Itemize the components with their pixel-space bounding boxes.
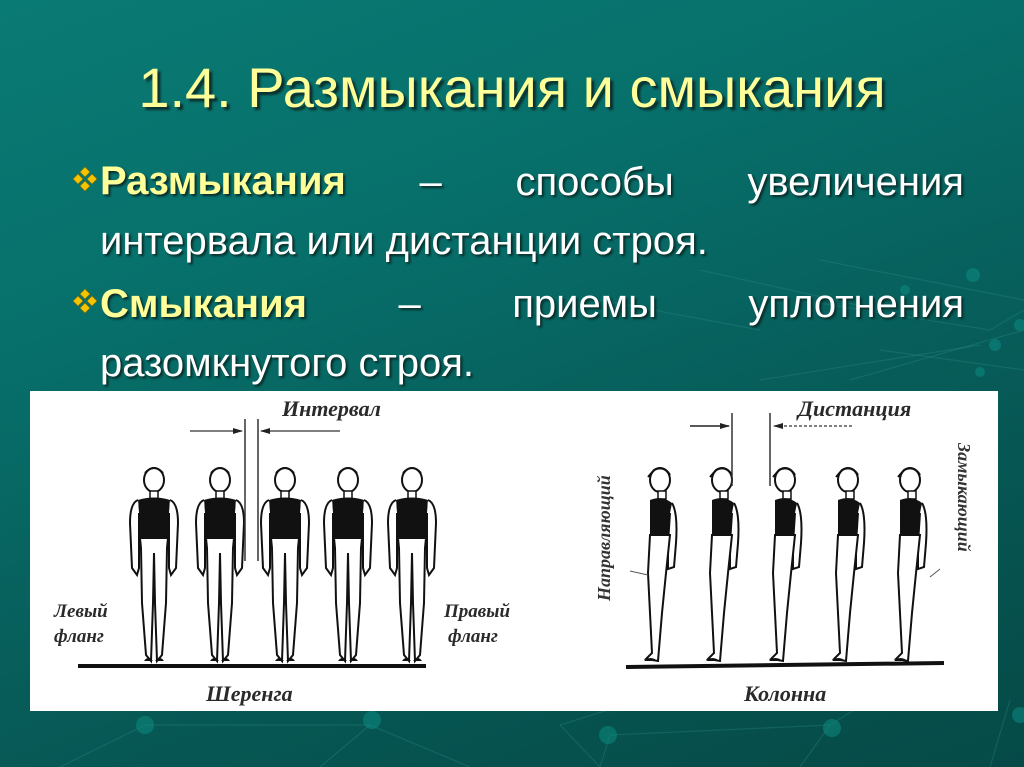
right-flank-label-line1: Правый: [444, 601, 511, 622]
distance-label: Дистанция: [798, 396, 912, 421]
column-formation-diagram: [625, 413, 945, 669]
term-smykaniya: Смыкания: [100, 281, 307, 326]
right-flank-label-line2: фланг: [448, 626, 498, 647]
four-diamond-bullet-icon: [72, 288, 98, 313]
four-diamond-bullet-icon: [72, 166, 98, 191]
word: приемы: [512, 282, 657, 326]
definition-continuation: разомкнутого строя.: [100, 341, 475, 385]
front-guide-label: Направляющий: [594, 475, 614, 601]
word: увеличения: [747, 159, 964, 204]
bullet-list: Размыкания – способы увеличения интервал…: [72, 152, 964, 393]
formation-drawings: [78, 413, 945, 669]
term-razmykaniya: Размыкания: [100, 159, 346, 203]
bullet-razmykaniya: Размыкания – способы увеличения интервал…: [72, 152, 964, 271]
dash: –: [398, 282, 421, 326]
line-formation-diagram: [78, 419, 437, 668]
interval-label: Интервал: [282, 396, 381, 421]
definition-continuation: интервала или дистанции строя.: [100, 218, 708, 263]
line-formation-caption: Шеренга: [206, 681, 293, 706]
dash: –: [419, 159, 442, 204]
slide-title: 1.4. Размыкания и смыкания: [138, 56, 886, 119]
word: уплотнения: [748, 282, 964, 326]
formation-illustration: Интервал Левый фланг Правый фланг Шеренг…: [30, 391, 998, 711]
left-flank-label-line1: Левый: [54, 601, 108, 622]
word: способы: [515, 159, 674, 204]
column-formation-caption: Колонна: [744, 681, 827, 706]
bullet-smykaniya: Смыкания – приемы уплотнения разомкнутог…: [72, 275, 964, 394]
rear-closer-label: Замыкающий: [954, 443, 974, 552]
left-flank-label-line2: фланг: [54, 626, 104, 647]
